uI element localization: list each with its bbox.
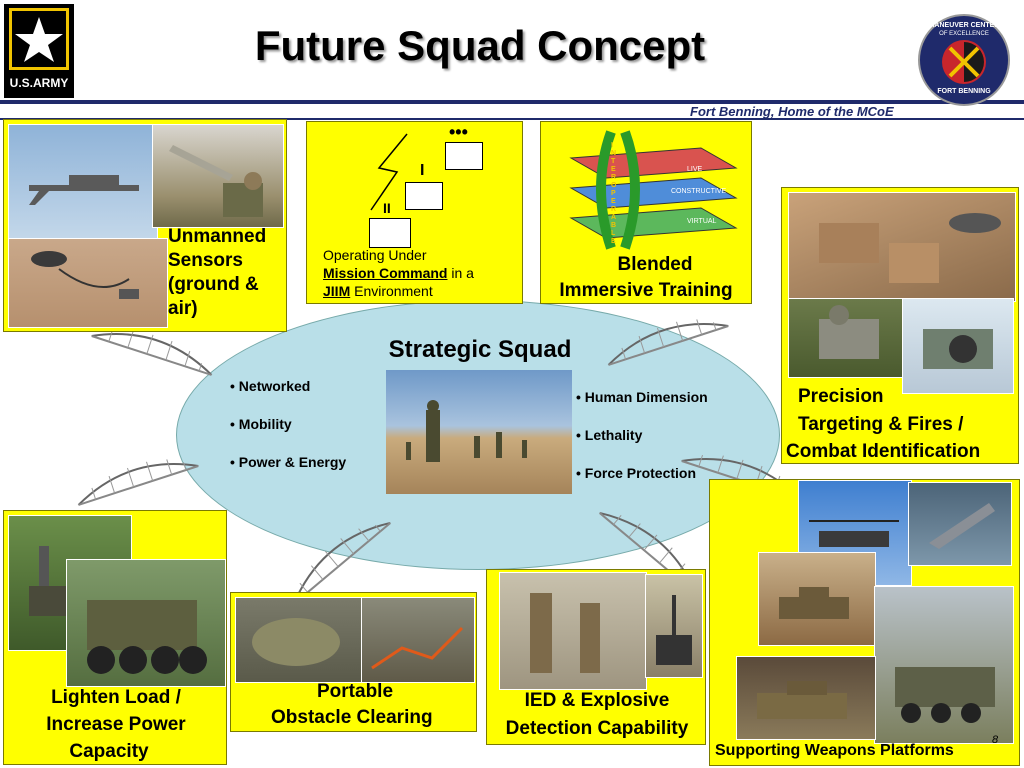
unmanned-label-line3: (ground &	[168, 274, 259, 295]
unmanned-label-line1: Unmanned	[168, 226, 267, 247]
page-title: Future Squad Concept	[254, 22, 706, 69]
panel-obstacle-clearing: Portable Obstacle Clearing	[230, 592, 477, 732]
lighten-label-line1: Lighten Load /	[51, 687, 181, 708]
echelon-label-low: II	[383, 200, 391, 216]
stryker-photo	[874, 586, 1014, 744]
precision-label-line3: Combat Identification	[786, 441, 981, 462]
echelon-label-mid: I	[420, 162, 425, 179]
mission-text: Operating Under Mission Command in a JII…	[323, 246, 523, 300]
capability-power-energy: • Power & Energy	[230, 454, 347, 470]
unmanned-label-line2: Sensors	[168, 250, 243, 271]
soldier-optic-photo	[788, 298, 904, 378]
jiim-term: JIIM	[323, 283, 351, 299]
lighten-label-line3: Capacity	[69, 741, 149, 762]
capability-mobility: • Mobility	[230, 416, 292, 432]
panel-lighten-load: Lighten Load / Increase Power Capacity	[3, 510, 227, 765]
seal-bottom-text: FORT BENNING	[937, 88, 991, 95]
panel-weapons-platforms: Supporting Weapons Platforms	[709, 479, 1020, 766]
layer-constructive: CONSTRUCTIVE	[671, 188, 727, 195]
page-number: 8	[992, 734, 999, 746]
mcoe-seal: MANEUVER CENTER OF EXCELLENCE FORT BENNI…	[918, 14, 1010, 106]
panel-unmanned-sensors: Unmanned Sensors (ground & air)	[3, 119, 287, 332]
mission-in-a: in a	[451, 265, 474, 281]
header-rule-thin	[0, 118, 1024, 120]
ied-robot-photo	[645, 574, 703, 678]
strategic-squad-title: Strategic Squad	[388, 336, 572, 363]
training-layers-icon	[569, 130, 738, 250]
army-logo-text: U.S.ARMY	[9, 76, 69, 90]
capability-force-protection: • Force Protection	[576, 465, 697, 481]
ied-soldiers-photo	[499, 572, 647, 690]
capability-lethality: • Lethality	[576, 427, 643, 443]
layer-virtual: VIRTUAL	[687, 218, 717, 225]
panel-blended-training: INTEROPERABLE LIVE CONSTRUCTIVE VIRTUAL …	[540, 121, 752, 304]
obstacle-ground-photo	[361, 597, 475, 683]
panel-precision-targeting: Precision Targeting & Fires / Combat Ide…	[781, 187, 1019, 464]
jet-photo	[908, 482, 1012, 566]
header-rule	[0, 100, 1024, 104]
obstacle-bag-photo	[235, 597, 365, 683]
army-logo: U.S.ARMY	[4, 4, 74, 98]
panel-mission-command: ••• I II Operating Under Mission Command…	[306, 121, 523, 304]
bridge-icon	[599, 301, 732, 370]
ground-sensor-photo	[8, 238, 168, 328]
vehicle-photo	[66, 559, 226, 687]
capability-networked: • Networked	[230, 378, 311, 394]
portable-label-line1: Portable	[317, 681, 394, 702]
right-capabilities: • Human Dimension • Lethality • Force Pr…	[576, 389, 756, 503]
ied-label-line1: IED & Explosive	[524, 690, 670, 711]
echelon-label-top: •••	[449, 122, 468, 142]
bridge-icon	[69, 441, 202, 510]
launch-photo	[152, 124, 284, 228]
interoperable-text: INTEROPERABLE	[611, 142, 617, 245]
mission-line1: Operating Under	[323, 247, 427, 263]
echelon-box-low	[369, 218, 411, 248]
army-star-icon	[9, 8, 69, 70]
lightning-icon	[370, 133, 408, 211]
bradley-photo	[736, 656, 876, 740]
tank-desert-photo	[758, 552, 876, 646]
echelon-box-top	[445, 142, 483, 170]
mission-command-term: Mission Command	[323, 265, 448, 281]
bridge-icon	[89, 311, 222, 380]
blended-label-line1: Blended	[617, 254, 693, 275]
seal-mid-text: OF EXCELLENCE	[939, 31, 989, 37]
mortar-photo	[788, 192, 1016, 302]
lighten-label-line2: Increase Power	[46, 714, 186, 735]
portable-label-line2: Obstacle Clearing	[271, 707, 433, 728]
header-subtitle: Fort Benning, Home of the MCoE	[690, 104, 894, 119]
echelon-box-mid	[405, 182, 443, 210]
targeting-device-photo	[902, 298, 1014, 394]
layer-live: LIVE	[687, 166, 703, 173]
ied-label-line2: Detection Capability	[505, 718, 689, 739]
precision-label-line2: Targeting & Fires /	[798, 414, 964, 435]
seal-center-icon	[942, 40, 986, 84]
squad-photo	[386, 370, 572, 494]
capability-human-dimension: • Human Dimension	[576, 389, 708, 405]
weapons-label: Supporting Weapons Platforms	[715, 742, 954, 759]
precision-label-line1: Precision	[798, 386, 884, 407]
seal-top-text: MANEUVER CENTER	[928, 22, 1000, 29]
bridge-icon	[276, 502, 395, 609]
drone-photo	[8, 124, 158, 242]
left-capabilities: • Networked • Mobility • Power & Energy	[230, 378, 390, 492]
blended-label-line2: Immersive Training	[559, 280, 733, 301]
mission-env: Environment	[354, 283, 433, 299]
unmanned-label-line4: air)	[168, 298, 198, 319]
panel-ied-detection: IED & Explosive Detection Capability	[486, 569, 706, 745]
